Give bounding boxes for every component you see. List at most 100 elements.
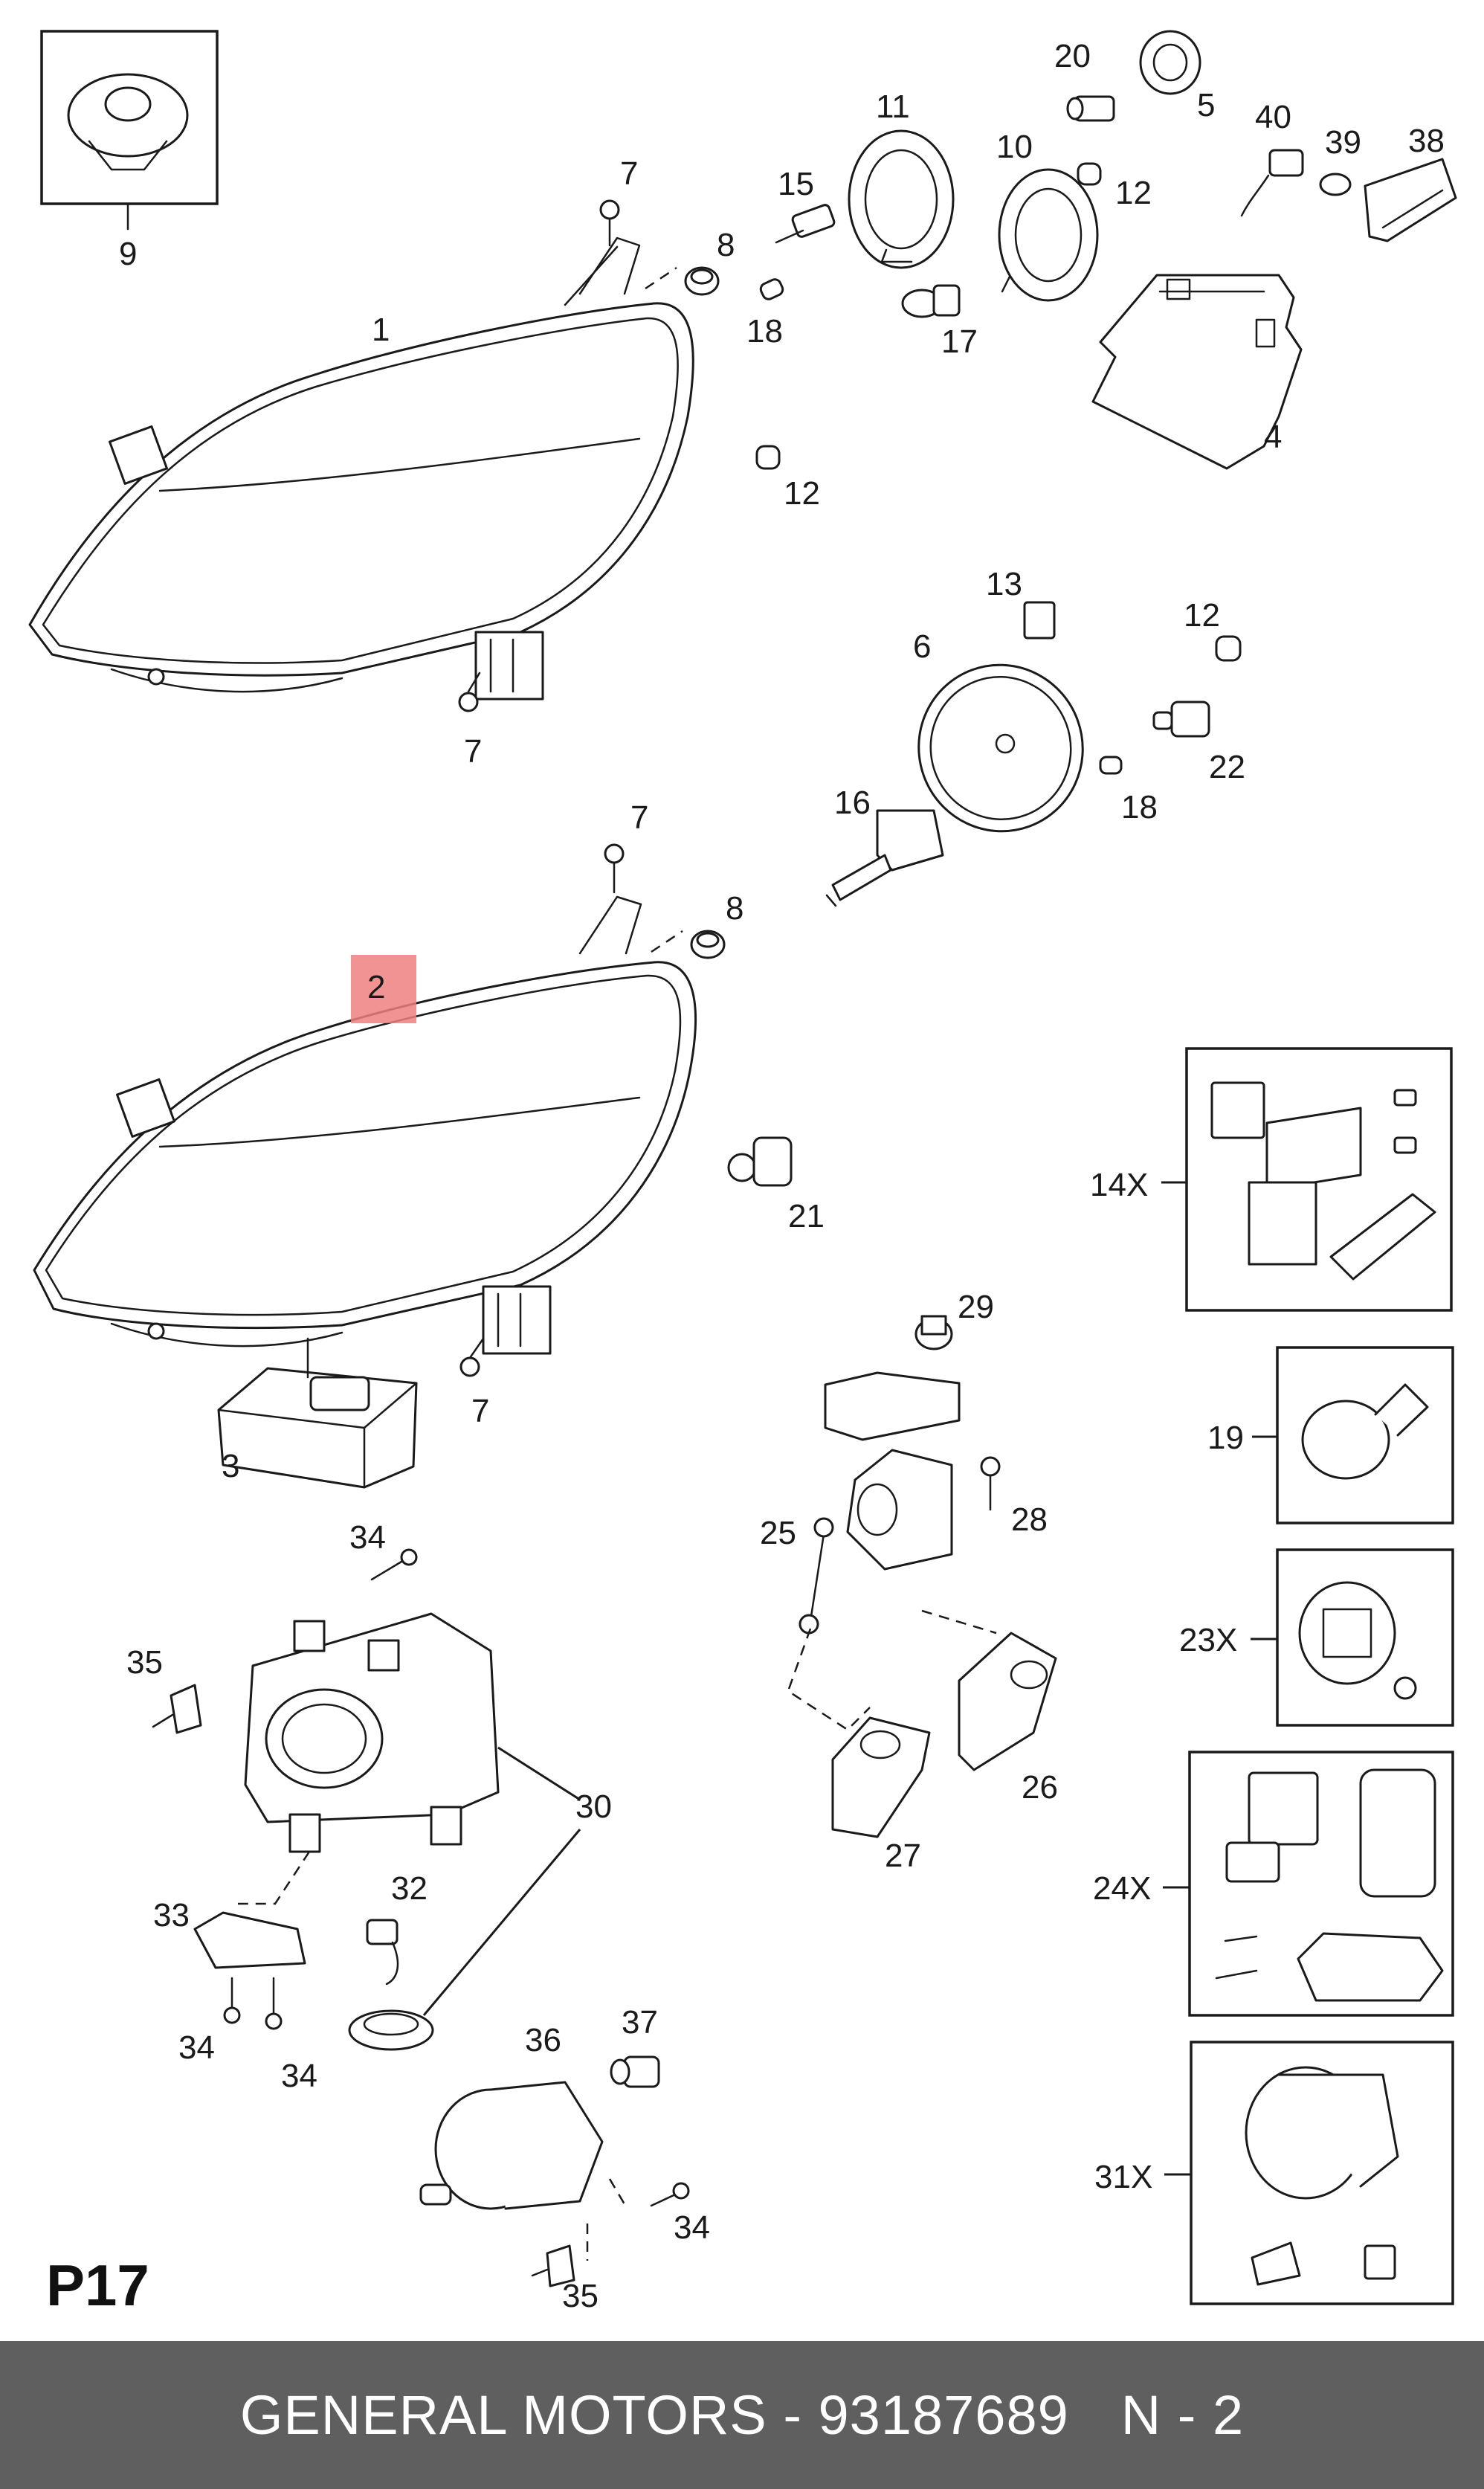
part-19-bulb-box: [1276, 1346, 1454, 1524]
part-29-nut: [914, 1315, 953, 1350]
callout-16: 16: [834, 785, 871, 821]
part-37-bulb: [610, 2055, 660, 2088]
callout-3: 3: [222, 1448, 239, 1484]
part-24x-motor-box: [1188, 1751, 1454, 2017]
callout-22: 22: [1209, 749, 1245, 785]
part-6-cap: [917, 663, 1084, 833]
part-8-grommet-b: [651, 930, 726, 959]
callout-11: 11: [876, 88, 910, 125]
callout-14: 14X: [1090, 1167, 1148, 1203]
part-18-bulb-a: [759, 278, 784, 300]
part-5-ring: [1139, 30, 1201, 95]
part-7-screw-c: [604, 843, 625, 894]
part-28-bolt: [980, 1456, 1001, 1511]
part-34-screw-d: [650, 2182, 690, 2207]
part-16-xenon-bulb: [825, 809, 944, 907]
part-12-socket-a: [1077, 162, 1102, 186]
part-3-ballast: [217, 1337, 418, 1489]
highlight-box-part-2: [351, 955, 416, 1023]
part-17-bulb: [901, 284, 961, 318]
part-14x-bracket-set-box: [1185, 1047, 1453, 1312]
part-12-socket-b: [755, 445, 781, 470]
callout-17: 17: [941, 323, 978, 360]
part-21-socket-bulb: [727, 1136, 793, 1187]
part-23x-adapter-box: [1276, 1548, 1454, 1727]
part-35-clip-a: [152, 1684, 202, 1734]
part-13-clip: [1023, 601, 1056, 640]
callout-32: 32: [391, 1870, 428, 1907]
part-33-bracket: [193, 1911, 306, 1969]
callout-5: 5: [1197, 87, 1215, 123]
callout-8b: 8: [726, 890, 743, 927]
callout-40: 40: [1255, 99, 1291, 135]
callout-20: 20: [1054, 38, 1091, 74]
callout-33: 33: [153, 1897, 190, 1933]
callout-4: 4: [1264, 419, 1282, 455]
callout-18b: 18: [1121, 789, 1158, 825]
callout-38: 38: [1408, 123, 1445, 159]
callout-15: 15: [778, 166, 814, 202]
footer-bar: GENERAL MOTORS - 93187689 N - 2: [0, 2341, 1484, 2489]
callout-35b: 35: [562, 2278, 599, 2314]
part-36-foglamp: [419, 2081, 604, 2210]
callout-35a: 35: [126, 1644, 163, 1681]
part-15-bulb: [775, 204, 836, 244]
part-22-socket: [1152, 701, 1210, 738]
part-31x-foglamp-box: [1190, 2041, 1454, 2305]
callout-27: 27: [885, 1838, 921, 1874]
part-12-socket-c: [1215, 635, 1242, 662]
callout-7c: 7: [630, 799, 648, 836]
callout-34b: 34: [178, 2029, 215, 2066]
callout-26: 26: [1022, 1769, 1058, 1806]
callout-37: 37: [622, 2004, 658, 2041]
part-26-bracket: [958, 1632, 1057, 1771]
callout-9: 9: [119, 236, 137, 272]
part-11-cap: [848, 129, 955, 269]
callout-7d: 7: [471, 1393, 489, 1429]
callout-31: 31X: [1094, 2159, 1152, 2195]
part-39-bulb: [1319, 173, 1352, 196]
part-27-bracket: [831, 1716, 931, 1838]
footer-part-number: GENERAL MOTORS - 93187689: [239, 2384, 1069, 2446]
part-4-cover-plate: [1091, 274, 1303, 470]
callout-23: 23X: [1179, 1622, 1237, 1658]
callout-24: 24X: [1093, 1870, 1151, 1907]
callout-21: 21: [788, 1198, 825, 1234]
callout-39: 39: [1325, 124, 1361, 161]
part-9-clip-box: [40, 30, 219, 231]
part-38-side-marker: [1364, 158, 1457, 242]
part-30-foglamp-housing: [244, 1612, 581, 1853]
callout-34c: 34: [281, 2058, 317, 2094]
callout-7a: 7: [620, 155, 638, 192]
callout-1: 1: [372, 312, 390, 348]
callout-7b: 7: [464, 733, 482, 770]
part-34-screw-a: [370, 1548, 418, 1581]
part-8-grommet-a: [645, 266, 720, 296]
callout-12b: 12: [784, 475, 820, 512]
callout-36: 36: [525, 2022, 561, 2058]
part-35-clip-b: [531, 2244, 575, 2287]
part-25-level-sensor: [799, 1371, 961, 1635]
callout-8a: 8: [717, 227, 735, 263]
exploded-view-svg: 9 1 7 7 8 18 15: [28, 30, 1457, 2314]
callout-13: 13: [986, 566, 1022, 602]
part-34-screw-c: [265, 1977, 283, 2030]
part-20-bulb-socket: [1066, 95, 1115, 122]
callout-34a: 34: [349, 1519, 386, 1556]
part-7-screw-d: [459, 1337, 485, 1377]
part-7-screw-b: [458, 672, 481, 712]
part-40-socket-wire: [1240, 149, 1304, 217]
callout-18a: 18: [746, 313, 783, 350]
callout-25: 25: [760, 1515, 796, 1551]
callout-28: 28: [1011, 1501, 1048, 1538]
part-32-socket-wire: [366, 1919, 399, 1986]
callout-6: 6: [913, 628, 931, 665]
callout-2: 2: [367, 969, 385, 1005]
callout-19: 19: [1207, 1420, 1244, 1456]
part-30-ring: [348, 1829, 581, 2051]
page-tag: P17: [46, 2253, 149, 2318]
callout-10: 10: [996, 129, 1033, 165]
callout-34d: 34: [674, 2209, 710, 2246]
callout-12c: 12: [1184, 597, 1220, 634]
